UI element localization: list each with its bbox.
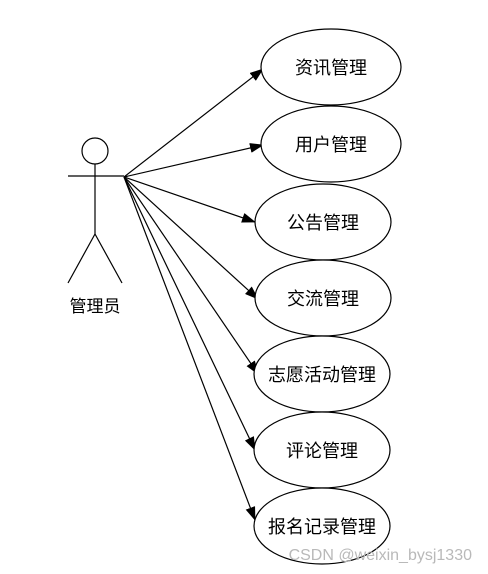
use-case-label: 资讯管理 bbox=[295, 58, 367, 79]
association-arrow bbox=[123, 176, 256, 223]
actor-label: 管理员 bbox=[70, 297, 121, 317]
use-case-label: 交流管理 bbox=[287, 289, 359, 310]
use-case-ellipse bbox=[260, 105, 402, 183]
association-arrow bbox=[123, 176, 259, 375]
association-arrow bbox=[123, 176, 256, 521]
use-case-label: 用户管理 bbox=[295, 135, 367, 156]
use-case-ellipse bbox=[260, 28, 402, 106]
use-case: 交流管理 bbox=[254, 259, 392, 337]
actor-right-leg bbox=[94, 233, 123, 284]
use-case: 报名记录管理 bbox=[253, 487, 391, 565]
use-case-label: 评论管理 bbox=[286, 441, 358, 462]
use-case-label: 公告管理 bbox=[287, 213, 359, 234]
use-case-ellipse bbox=[253, 487, 391, 565]
use-case: 公告管理 bbox=[254, 183, 392, 261]
use-case: 资讯管理 bbox=[260, 28, 402, 106]
actor-head bbox=[81, 137, 109, 165]
association-arrow bbox=[123, 143, 264, 178]
use-case: 用户管理 bbox=[260, 105, 402, 183]
use-case-label: 志愿活动管理 bbox=[268, 365, 376, 386]
actor-left-leg bbox=[67, 233, 96, 284]
use-case: 志愿活动管理 bbox=[253, 335, 391, 413]
use-case-label: 报名记录管理 bbox=[268, 517, 376, 538]
association-arrow bbox=[123, 68, 264, 178]
association-arrow bbox=[123, 176, 259, 300]
association-arrows bbox=[123, 68, 264, 521]
association-arrow bbox=[123, 176, 256, 451]
watermark: CSDN @weixin_bysj1330 bbox=[289, 547, 473, 564]
use-case: 评论管理 bbox=[253, 411, 391, 489]
actor-figure bbox=[67, 137, 124, 284]
